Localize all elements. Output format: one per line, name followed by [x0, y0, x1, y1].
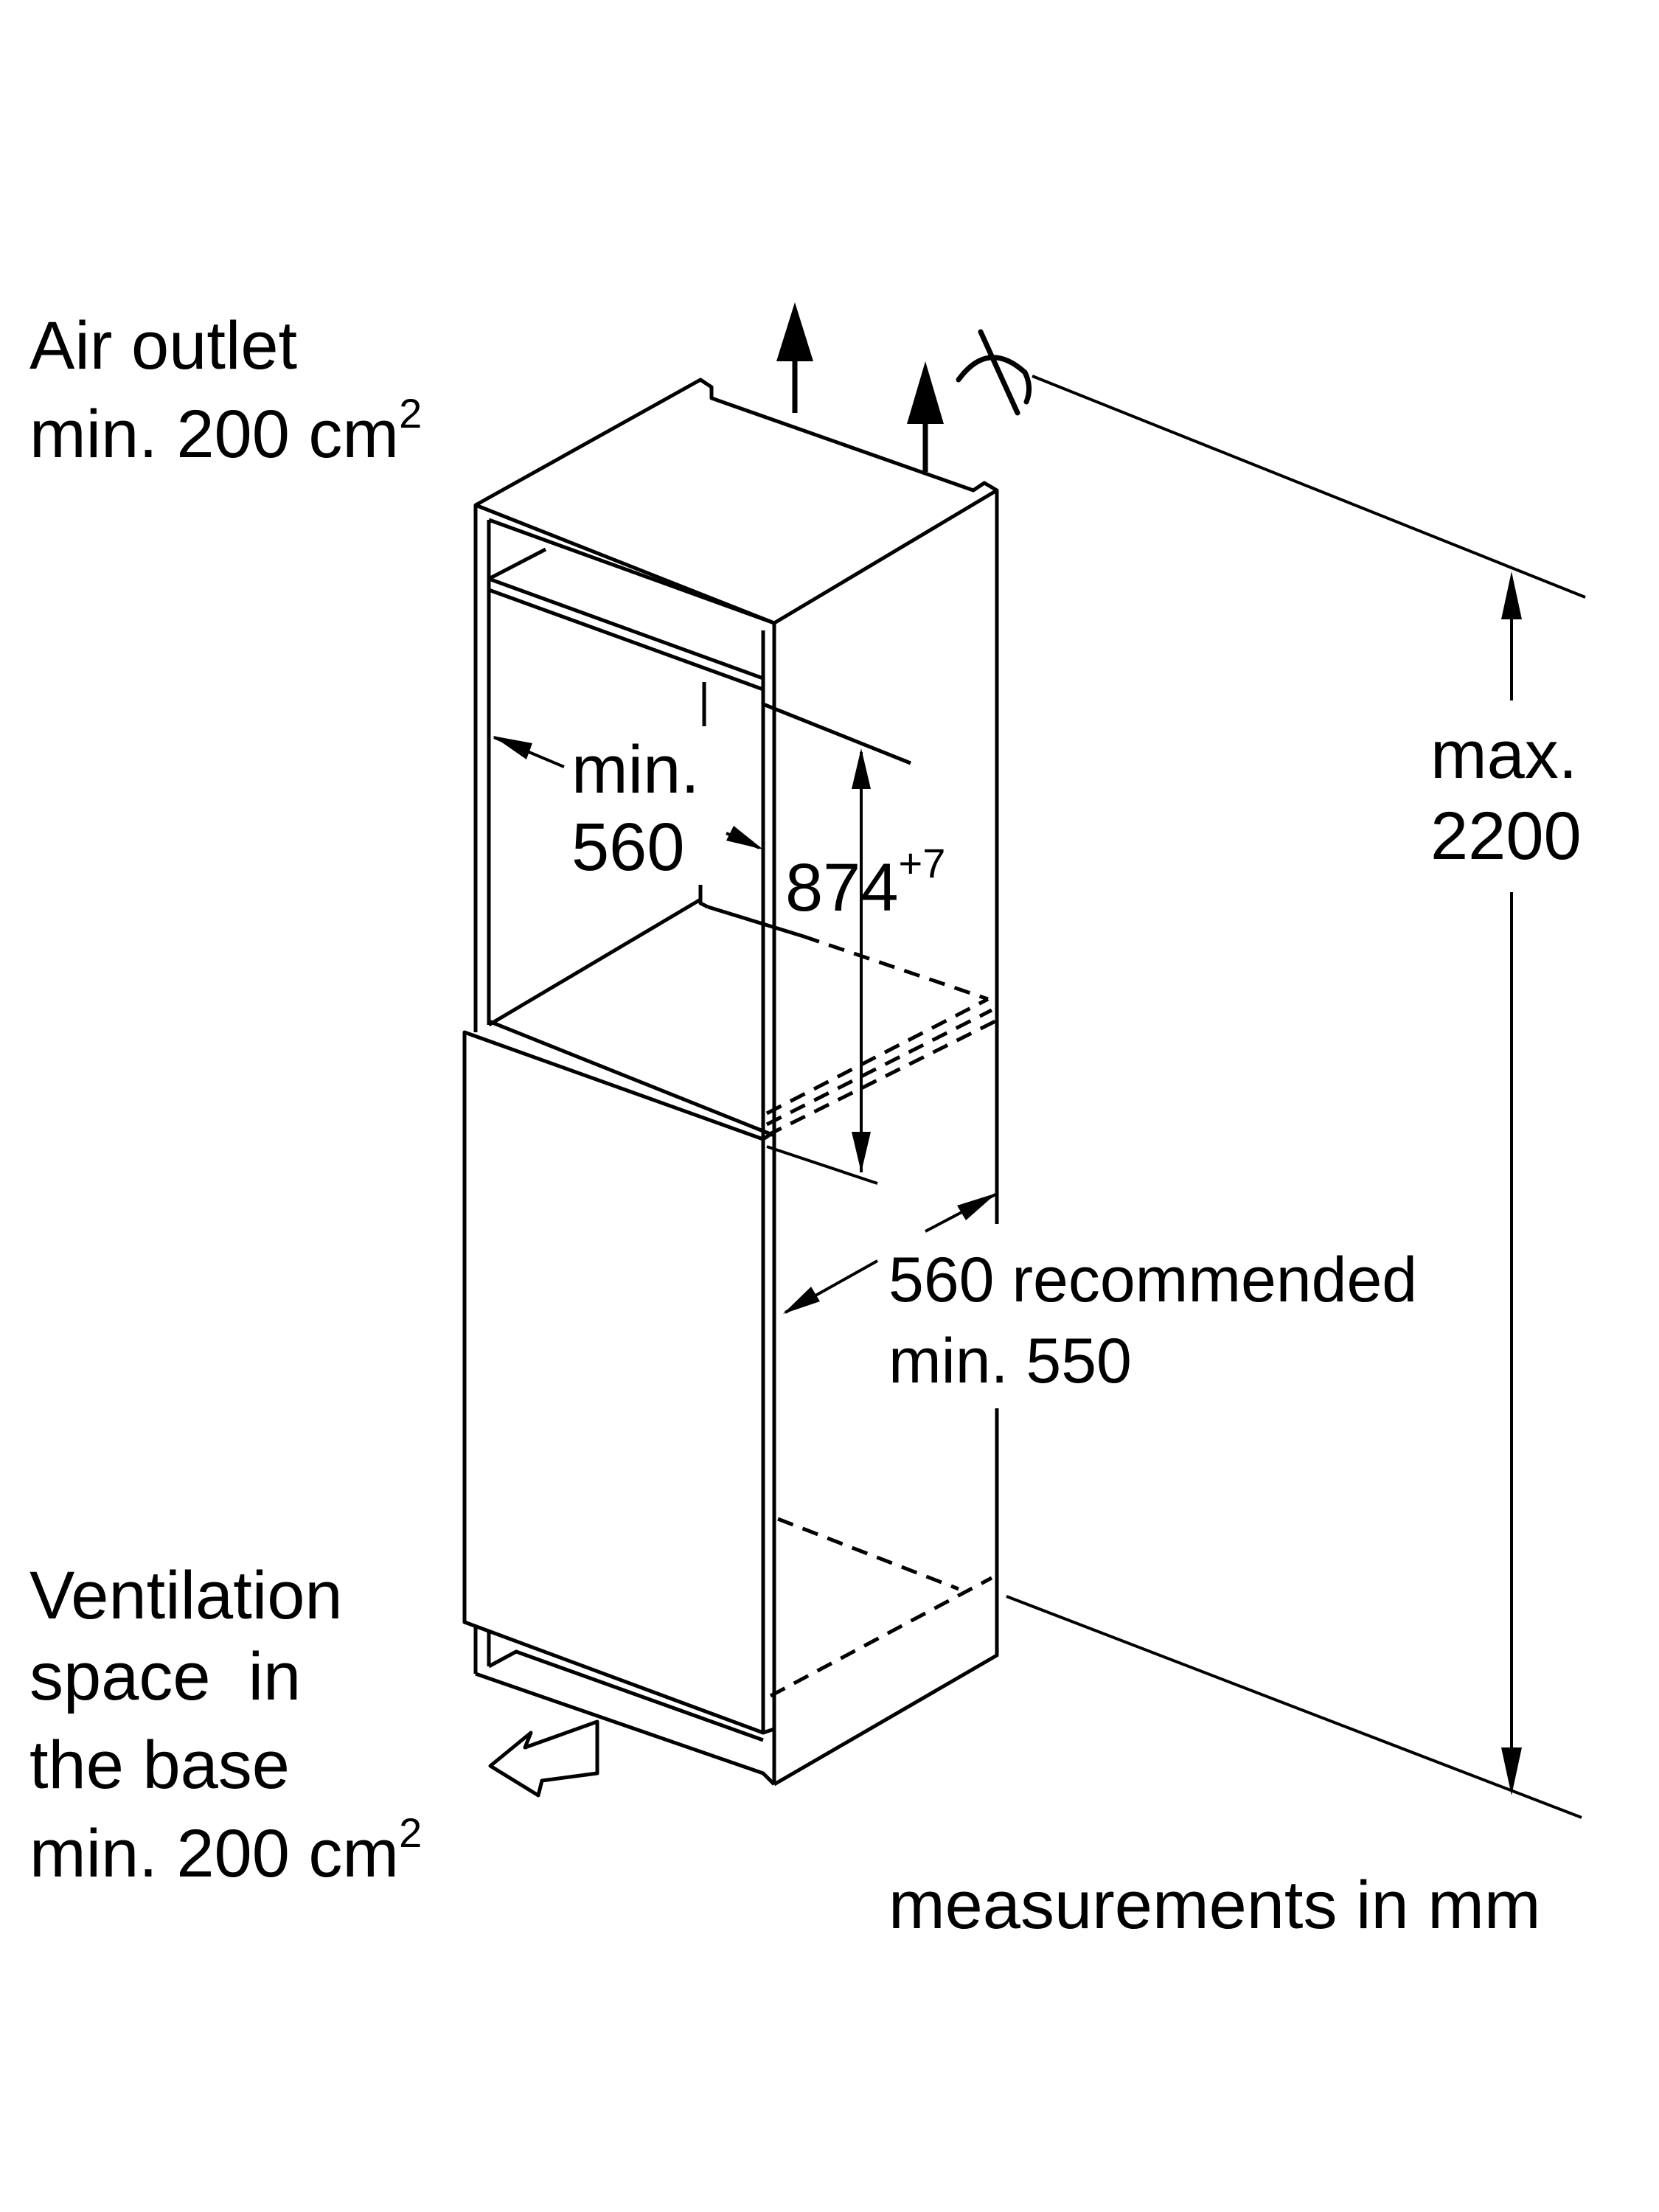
air-outlet-arrow-2-head: [907, 361, 944, 424]
units-note: measurements in mm: [888, 1868, 1540, 1943]
niche-width-label-line1: min.: [571, 732, 700, 807]
niche-width-label-line2: 560: [571, 810, 685, 885]
air-outlet-arrows: [776, 302, 944, 472]
depth-label-line2: min. 550: [888, 1326, 1132, 1397]
ventilation-label-line4: min. 200 cm2: [29, 1809, 422, 1891]
hinge-icon: [956, 329, 1032, 416]
niche-width-dimension: [493, 736, 763, 849]
niche-height-bottom-extension: [766, 1145, 878, 1185]
ventilation-label-line3: the base: [29, 1728, 290, 1803]
niche-height-arrow-top: [852, 748, 871, 789]
max-height-label-line2: 2200: [1430, 799, 1582, 874]
base-air-inlet-arrow: [488, 1719, 599, 1798]
base-gap-top: [487, 1649, 764, 1742]
niche-height-arrow-bottom: [852, 1132, 871, 1172]
depth-dimension: [783, 1193, 997, 1314]
max-height-arrow-bottom: [1501, 1747, 1522, 1795]
cabinet-top-gap-top: [488, 518, 775, 625]
max-height-arrow-top: [1501, 571, 1522, 619]
max-height-dimension: [1006, 375, 1586, 1819]
air-outlet-arrow-1-head: [776, 302, 813, 361]
max-height-top-extension: [1032, 375, 1586, 599]
labels: Air outlet min. 200 cm2 min. 560 874+7 m…: [29, 308, 1582, 1943]
niche-height-label: 874+7: [785, 840, 945, 925]
appliance-door-top-edge: [488, 1019, 775, 1138]
cabinet-top-shelf-back: [487, 547, 547, 581]
cabinet-top-gap-lower2: [488, 588, 764, 692]
niche-bottom-tick: [698, 885, 709, 909]
niche-height-dimension: [766, 748, 878, 1185]
niche-bottom-front: [487, 897, 702, 1027]
max-height-label-line1: max.: [1430, 717, 1577, 793]
appliance-door: [462, 1030, 765, 1735]
ventilation-label-line2: space in: [29, 1639, 301, 1714]
air-outlet-area-label: min. 200 cm2: [29, 390, 422, 472]
cabinet-top-gap-lower: [488, 577, 764, 681]
cabinet-bottom-right: [773, 1641, 999, 1787]
niche-width-right-arrow: [726, 826, 763, 849]
cabinet-top-face: [473, 378, 999, 625]
max-height-bottom-extension: [1006, 1595, 1582, 1819]
niche-hidden-lines: [765, 934, 997, 1698]
niche-width-left-arrow: [493, 736, 532, 759]
appliance-door-side: [762, 1130, 776, 1735]
air-outlet-label: Air outlet: [29, 308, 297, 383]
cabinet-drawing: [462, 378, 999, 1787]
ventilation-label-line1: Ventilation: [29, 1558, 343, 1633]
niche-top-line: [762, 702, 911, 765]
depth-upper-arrow: [957, 1193, 997, 1220]
niche-bottom-line: [707, 905, 804, 939]
depth-label-line1: 560 recommended: [888, 1245, 1417, 1315]
depth-lower-arrow: [783, 1287, 820, 1314]
base-gap-bottom: [475, 1672, 776, 1786]
